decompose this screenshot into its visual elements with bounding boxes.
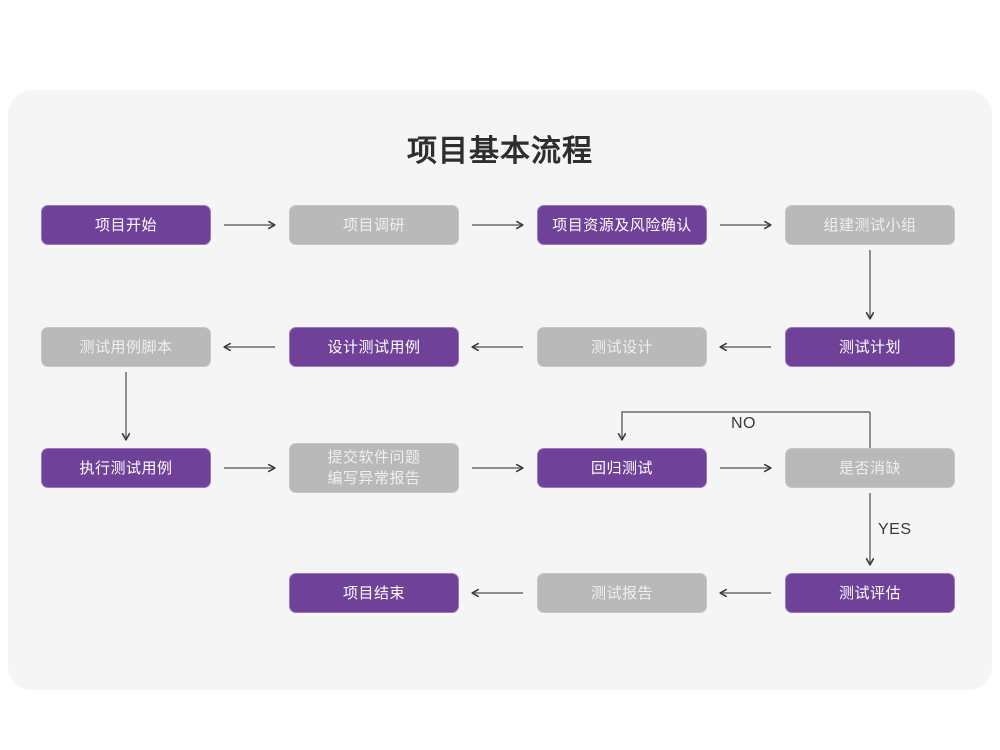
- edge-label-no: NO: [731, 415, 756, 432]
- node-test-plan[interactable]: 测试计划: [785, 327, 955, 367]
- node-resource-risk-confirm[interactable]: 项目资源及风险确认: [537, 205, 707, 245]
- node-test-design[interactable]: 测试设计: [537, 327, 707, 367]
- node-test-report[interactable]: 测试报告: [537, 573, 707, 613]
- node-project-research[interactable]: 项目调研: [289, 205, 459, 245]
- node-project-end[interactable]: 项目结束: [289, 573, 459, 613]
- node-project-start[interactable]: 项目开始: [41, 205, 211, 245]
- node-test-evaluation[interactable]: 测试评估: [785, 573, 955, 613]
- edge-label-yes: YES: [878, 521, 912, 538]
- page-title: 项目基本流程: [407, 135, 593, 168]
- node-defect-cleared-decision[interactable]: 是否消缺: [785, 448, 955, 488]
- node-regression-test[interactable]: 回归测试: [537, 448, 707, 488]
- node-test-case-script[interactable]: 测试用例脚本: [41, 327, 211, 367]
- node-build-test-team[interactable]: 组建测试小组: [785, 205, 955, 245]
- node-design-test-case[interactable]: 设计测试用例: [289, 327, 459, 367]
- node-execute-test-case[interactable]: 执行测试用例: [41, 448, 211, 488]
- node-submit-bug-report[interactable]: 提交软件问题 编写异常报告: [289, 443, 459, 493]
